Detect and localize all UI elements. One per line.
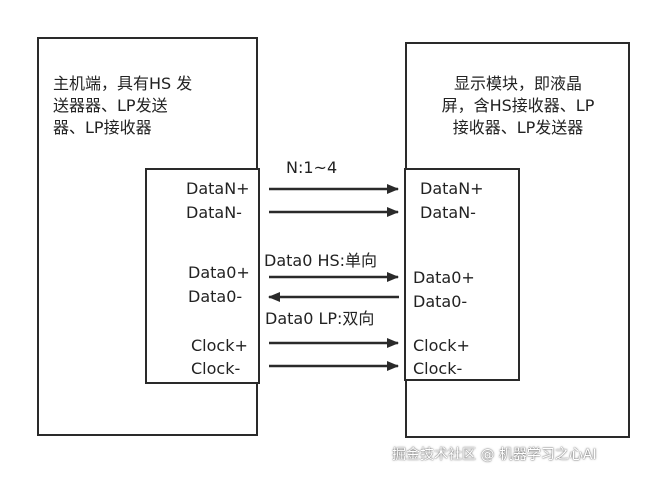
display-inner-box	[404, 168, 520, 381]
display-pin-datan-minus: DataN-	[420, 203, 476, 222]
display-pin-clock-plus: Clock+	[413, 336, 470, 355]
host-description: 主机端，具有HS 发 送器器、LP发送 器、LP接收器	[53, 73, 192, 139]
display-pin-data0-minus: Data0-	[413, 292, 468, 311]
data0-hs-label: Data0 HS:单向	[264, 251, 378, 270]
host-pin-clock-minus: Clock-	[191, 359, 241, 378]
host-desc-line-2: 送器器、LP发送	[53, 96, 168, 115]
host-pin-datan-minus: DataN-	[186, 203, 242, 222]
display-pin-data0-plus: Data0+	[413, 268, 475, 287]
host-pin-clock-plus: Clock+	[191, 336, 248, 355]
display-pin-datan-plus: DataN+	[420, 179, 484, 198]
host-inner-box	[145, 168, 260, 384]
display-desc-line-3: 接收器、LP发送器	[452, 118, 584, 137]
display-pin-clock-minus: Clock-	[413, 359, 463, 378]
display-desc-line-1: 显示模块，即液晶	[453, 74, 582, 93]
lanes-label: N:1~4	[286, 158, 338, 177]
data0-lp-label: Data0 LP:双向	[265, 309, 375, 328]
host-pin-datan-plus: DataN+	[186, 179, 250, 198]
watermark: 掘金技术社区 @ 机器学习之心AI	[392, 447, 597, 463]
display-description: 显示模块，即液晶 屏，含HS接收器、LP 接收器、LP发送器	[410, 73, 626, 139]
host-desc-line-3: 器、LP接收器	[53, 118, 152, 137]
display-desc-line-2: 屏，含HS接收器、LP	[441, 96, 595, 115]
host-pin-data0-minus: Data0-	[188, 287, 243, 306]
host-desc-line-1: 主机端，具有HS 发	[53, 74, 193, 93]
host-pin-data0-plus: Data0+	[188, 263, 250, 282]
